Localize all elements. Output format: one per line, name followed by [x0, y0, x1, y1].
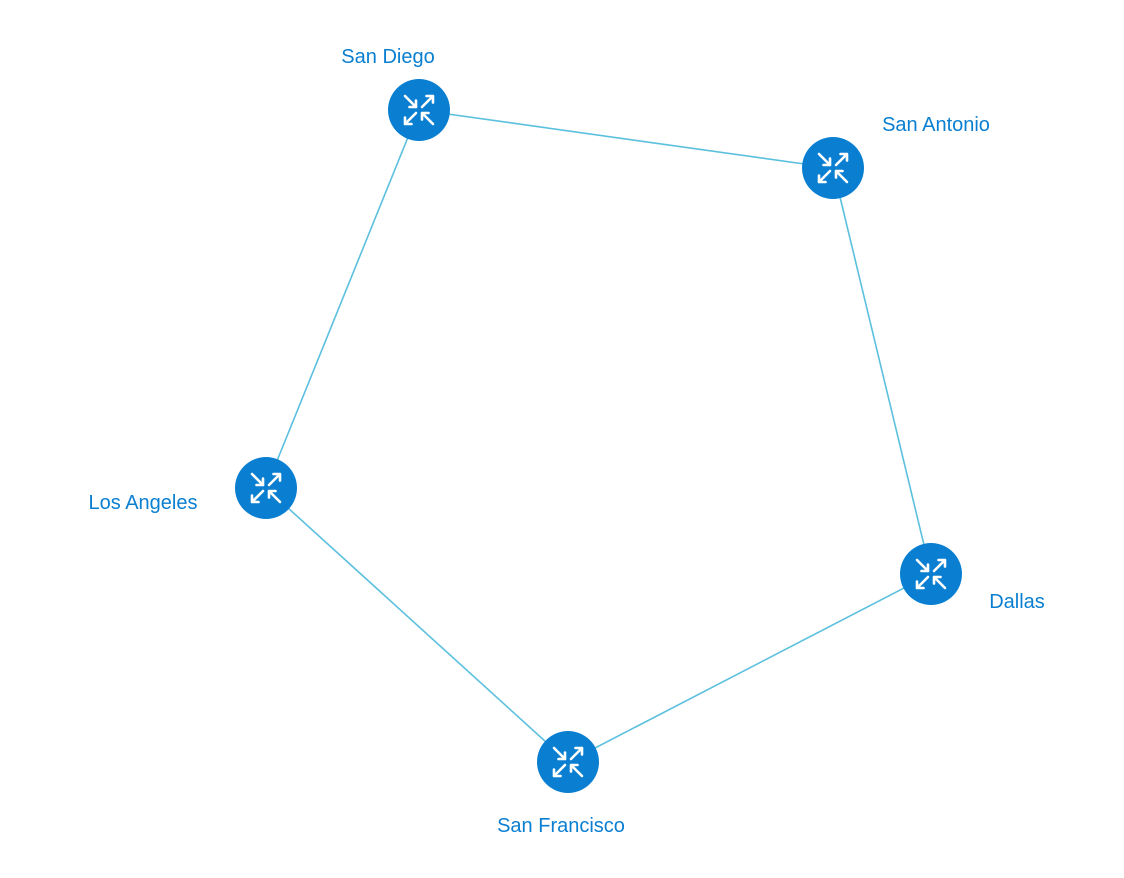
router-circle: [802, 137, 864, 199]
router-node-san-antonio[interactable]: San Antonio: [802, 114, 990, 199]
node-label-san-antonio: San Antonio: [882, 114, 990, 136]
router-node-san-francisco[interactable]: San Francisco: [497, 731, 625, 837]
links-layer: [265, 109, 932, 763]
link-los-angeles-san-diego[interactable]: [265, 109, 420, 489]
link-dallas-san-francisco[interactable]: [567, 573, 932, 763]
router-node-los-angeles[interactable]: Los Angeles: [89, 457, 297, 519]
link-san-antonio-dallas[interactable]: [832, 167, 932, 575]
router-node-san-diego[interactable]: San Diego: [341, 46, 450, 141]
node-label-dallas: Dallas: [989, 591, 1045, 613]
node-label-san-francisco: San Francisco: [497, 815, 625, 837]
router-icon: [552, 746, 584, 778]
node-label-san-diego: San Diego: [341, 46, 434, 68]
node-label-los-angeles: Los Angeles: [89, 492, 198, 514]
router-circle: [537, 731, 599, 793]
router-circle: [388, 79, 450, 141]
router-icon: [817, 152, 849, 184]
router-icon: [915, 558, 947, 590]
router-node-dallas[interactable]: Dallas: [900, 543, 1045, 613]
router-circle: [235, 457, 297, 519]
router-icon: [403, 94, 435, 126]
router-circle: [900, 543, 962, 605]
router-icon: [250, 472, 282, 504]
link-san-francisco-los-angeles[interactable]: [265, 487, 569, 763]
link-san-diego-san-antonio[interactable]: [418, 109, 834, 169]
